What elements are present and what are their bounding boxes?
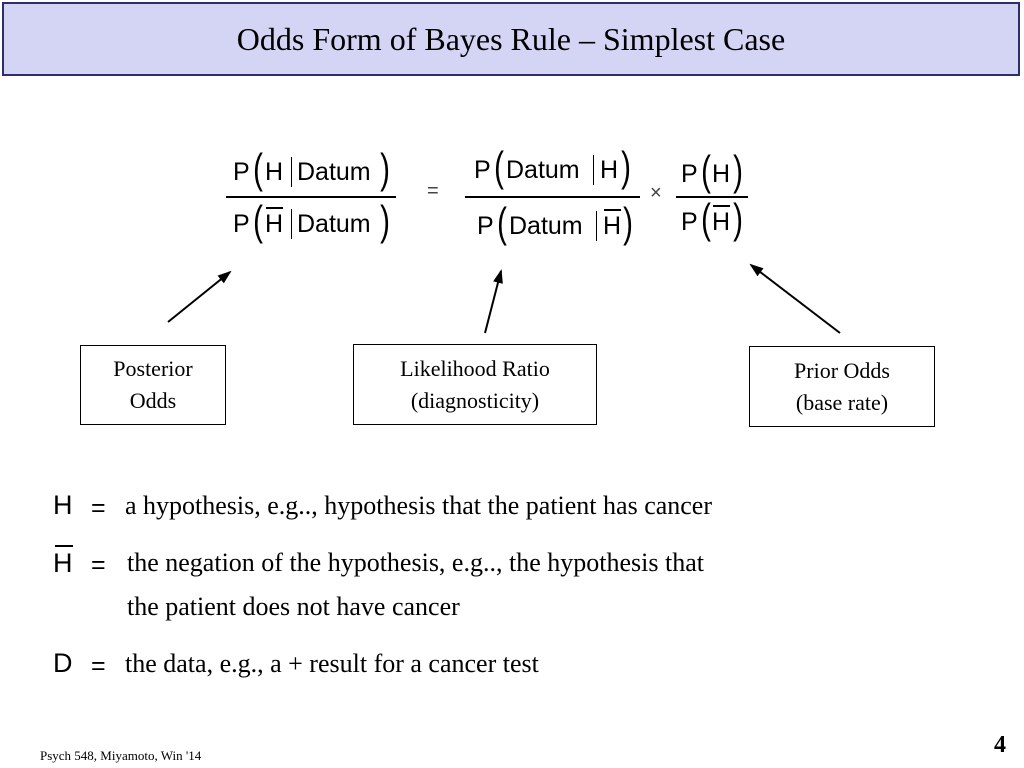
paren-open: ( [701,147,711,194]
page-number: 4 [994,732,1006,758]
prior-odds-box: Prior Odds (base rate) [749,346,935,427]
prior-den-h: H [712,208,731,236]
slide-title-bar: Odds Form of Bayes Rule – Simplest Case [2,2,1020,76]
def-equals: = [91,494,106,522]
likelihood-fraction-line [465,196,640,198]
paren-close: ) [733,147,743,194]
def-symbol: D [53,648,73,678]
paren-open: ( [494,143,504,190]
posterior-den-p: P [233,210,250,238]
def-text: the data, e.g., a + result for a cancer … [125,649,539,678]
posterior-odds-box: Posterior Odds [80,345,226,425]
paren-close: ) [380,145,390,192]
slide-footer: Psych 548, Miyamoto, Win '14 [40,748,202,763]
posterior-num-datum: Datum [297,158,371,186]
likelihood-den-p: P [477,212,494,240]
likelihood-den-h: H [603,212,622,240]
equals-sign: = [427,180,439,202]
paren-close: ) [623,199,633,246]
paren-close: ) [380,197,390,244]
given-bar [291,157,292,187]
prior-num-h: H [712,160,731,188]
posterior-den-h: H [265,210,284,238]
paren-open: ( [253,145,263,192]
posterior-num-p: P [233,158,250,186]
prior-num-p: P [681,160,698,188]
posterior-arrow [167,270,232,323]
paren-close: ) [621,143,631,190]
prior-den-p: P [681,208,698,236]
posterior-num-h: H [265,158,284,186]
prior-arrow [749,263,841,334]
paren-close: ) [733,195,743,242]
posterior-fraction-line [226,196,396,198]
def-text-continuation: the patient does not have cancer [127,592,460,621]
paren-open: ( [253,197,263,244]
negation-overbar [604,209,621,211]
negation-overbar [266,207,283,209]
prior-fraction-line [676,196,748,198]
def-text: a hypothesis, e.g.., hypothesis that the… [125,491,713,520]
slide-title: Odds Form of Bayes Rule – Simplest Case [236,20,786,57]
paren-open: ( [497,199,507,246]
likelihood-arrow [484,269,503,334]
given-bar [291,209,292,239]
times-sign: × [650,182,662,204]
likelihood-num-p: P [474,156,491,184]
likelihood-num-h: H [600,156,619,184]
def-symbol: H [53,490,73,520]
negation-overbar [55,545,73,547]
given-bar [596,211,597,241]
given-bar [593,155,594,185]
def-equals: = [91,652,106,680]
negation-overbar [713,205,730,207]
likelihood-num-datum: Datum [506,156,580,184]
def-equals: = [91,551,106,579]
posterior-den-datum: Datum [297,210,371,238]
def-symbol: H [53,548,73,578]
likelihood-ratio-box: Likelihood Ratio (diagnosticity) [353,344,597,425]
paren-open: ( [701,195,711,242]
def-text: the negation of the hypothesis, e.g.., t… [127,548,704,577]
likelihood-den-datum: Datum [509,212,583,240]
